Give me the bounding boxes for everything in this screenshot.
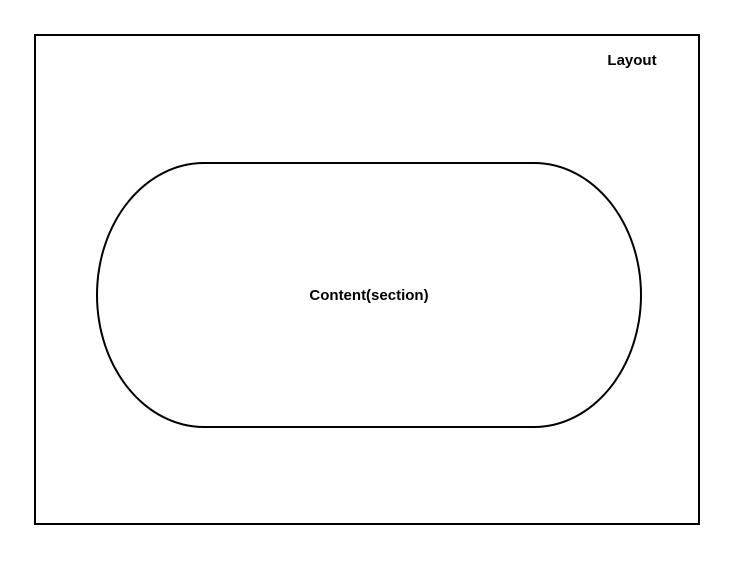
content-section-shape: Content(section) bbox=[96, 162, 642, 428]
content-section-label: Content(section) bbox=[309, 286, 429, 304]
layout-label: Layout bbox=[607, 52, 657, 69]
layout-container: Layout Content(section) bbox=[34, 34, 700, 525]
